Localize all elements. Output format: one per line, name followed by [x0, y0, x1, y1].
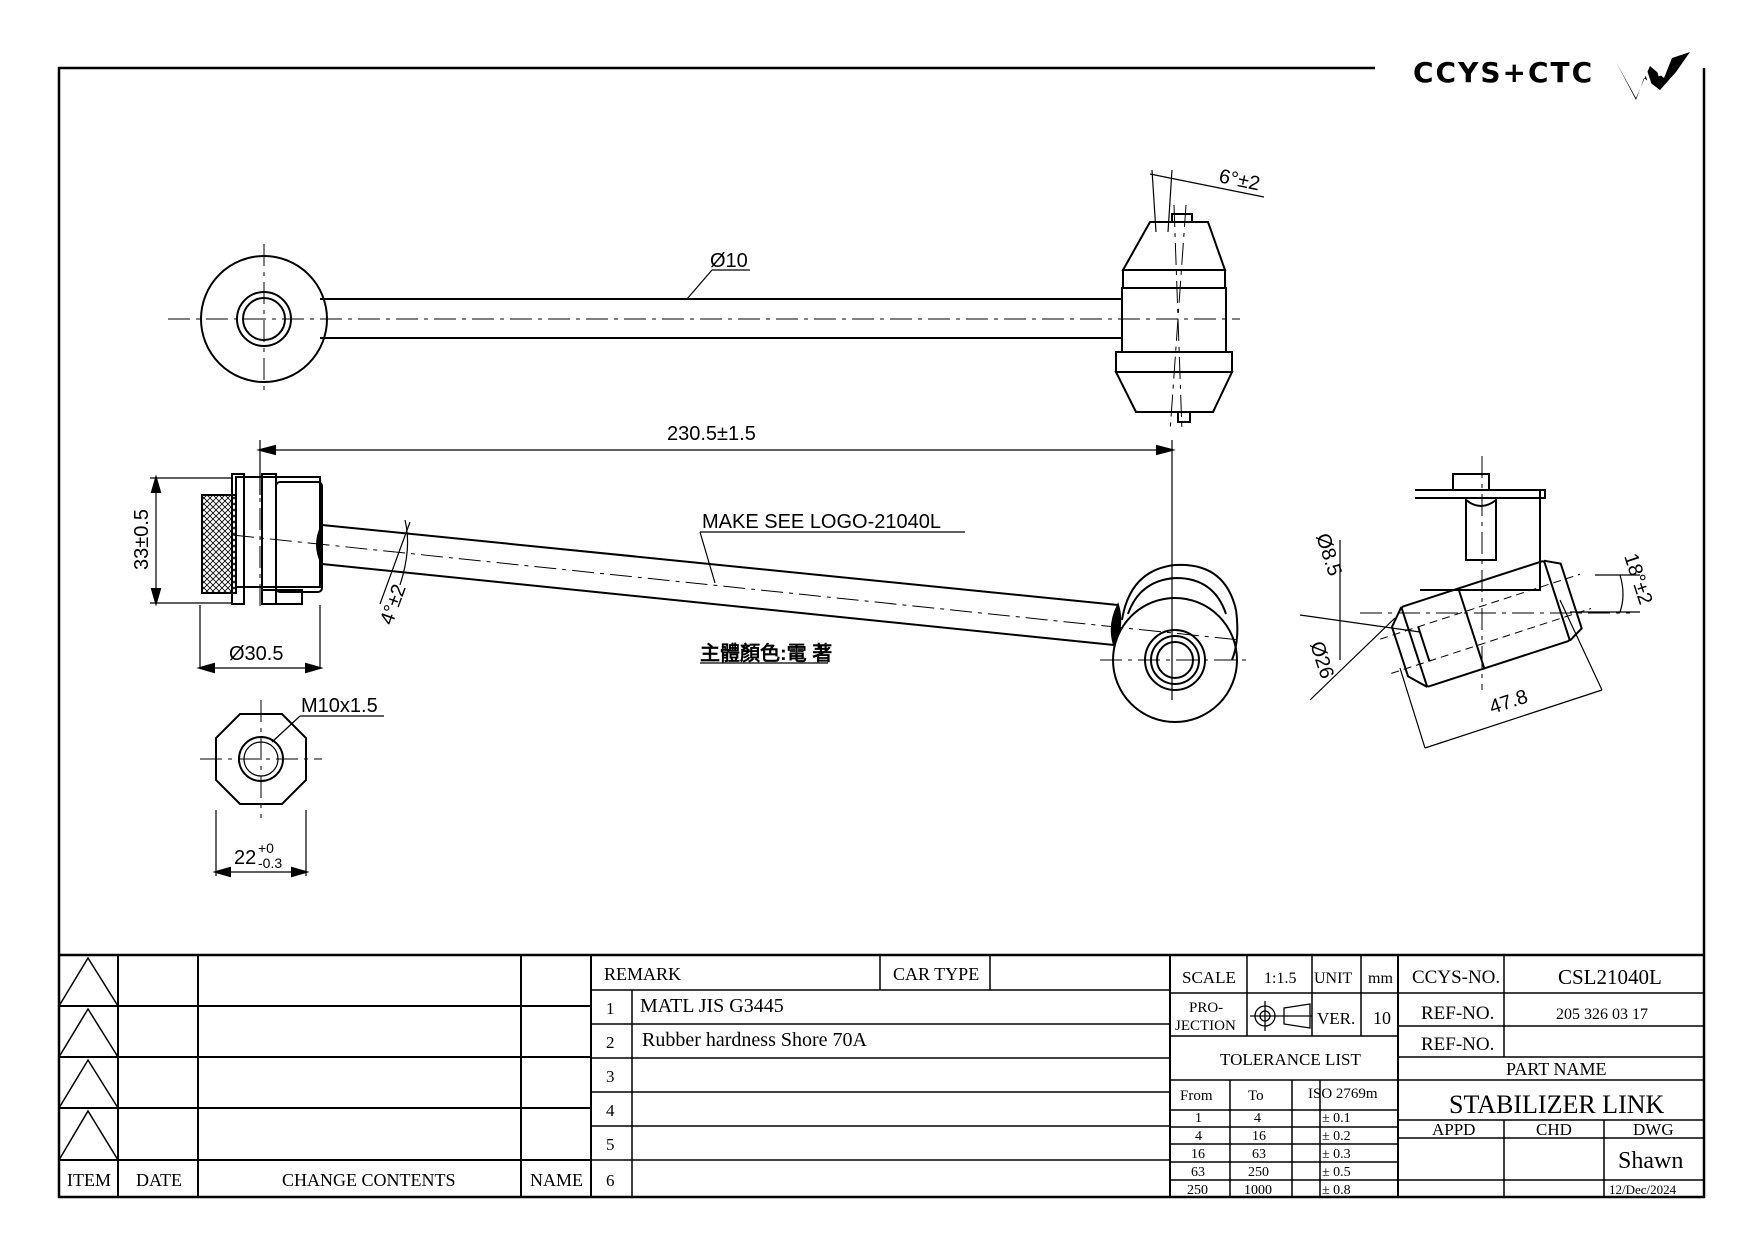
part-name-label: PART NAME — [1506, 1059, 1606, 1079]
unit-label: UNIT — [1314, 970, 1352, 987]
header-change-contents: CHANGE CONTENTS — [282, 1170, 456, 1190]
tol-from: 1 — [1195, 1111, 1202, 1126]
ref-no-label-2: REF-NO. — [1421, 1034, 1494, 1055]
remark-row-no: 1 — [606, 999, 615, 1018]
dim-angle-top: 6°±2 — [1217, 165, 1262, 195]
ver-label: VER. — [1317, 1009, 1355, 1028]
revision-headers: ITEM DATE CHANGE CONTENTS NAME — [67, 1170, 583, 1190]
top-view — [168, 169, 1265, 433]
tol-from: 250 — [1187, 1183, 1208, 1198]
tolerance-title: TOLERANCE LIST — [1220, 1050, 1361, 1069]
dim-side-hole: Ø8.5 — [1311, 531, 1345, 579]
dim-side-angle: 18°±2 — [1619, 551, 1656, 608]
tol-from: 4 — [1195, 1129, 1202, 1144]
ref-no-label: REF-NO. — [1421, 1003, 1494, 1024]
scale-value: 1:1.5 — [1264, 970, 1296, 987]
ccys-no-label: CCYS-NO. — [1412, 967, 1500, 988]
tol-value: ± 0.3 — [1322, 1147, 1351, 1162]
header-item: ITEM — [67, 1170, 111, 1190]
identification-block: CCYS-NO. CSL21040L REF-NO. 205 326 03 17… — [1412, 965, 1683, 1197]
dim-length: 230.5±1.5 — [667, 423, 756, 445]
ref-no-value: 205 326 03 17 — [1556, 1006, 1648, 1023]
appd-label: APPD — [1432, 1120, 1475, 1139]
scale-label: SCALE — [1182, 968, 1236, 987]
logo-text: CCYS+CTC — [1413, 56, 1594, 89]
company-logo: CCYS+CTC — [1413, 52, 1690, 100]
projection-label: PRO- — [1189, 1000, 1223, 1016]
remark-row-text: Rubber hardness Shore 70A — [642, 1029, 868, 1051]
projection-label: JECTION — [1175, 1018, 1236, 1034]
tol-to: 250 — [1248, 1165, 1269, 1180]
part-name-value: STABILIZER LINK — [1449, 1090, 1664, 1119]
dim-height: 33±0.5 — [131, 509, 153, 570]
dim-angle-rod: 4°±2 — [376, 581, 411, 627]
ver-value: 10 — [1373, 1008, 1391, 1028]
note-marking: MAKE SEE LOGO-21040L — [702, 511, 941, 533]
tol-value: ± 0.5 — [1322, 1165, 1351, 1180]
title-block-grid — [58, 953, 1704, 1197]
dim-bush-diameter: Ø30.5 — [229, 643, 283, 665]
dim-side-diameter: Ø26 — [1305, 639, 1338, 682]
tol-header-from: From — [1180, 1088, 1213, 1104]
dim-hex-tol-lower: -0.3 — [258, 855, 282, 871]
drawing-frame — [57, 66, 1706, 1199]
unit-value: mm — [1368, 970, 1393, 987]
front-view — [150, 440, 1250, 723]
tol-header-std: ISO 2769m — [1308, 1086, 1378, 1102]
header-date: DATE — [136, 1170, 182, 1190]
tol-to: 16 — [1252, 1129, 1266, 1144]
remark-row-no: 5 — [606, 1135, 615, 1154]
scale-block: SCALE 1:1.5 UNIT mm PRO- JECTION VER. 10… — [1175, 968, 1393, 1198]
nut-view — [200, 700, 384, 878]
remark-row-no: 6 — [606, 1171, 615, 1190]
dim-side-length: 47.8 — [1487, 686, 1531, 719]
tol-to: 4 — [1254, 1111, 1261, 1126]
tol-to: 63 — [1252, 1147, 1266, 1162]
ccys-no-value: CSL21040L — [1558, 965, 1662, 989]
remark-row-text: MATL JIS G3445 — [640, 995, 784, 1017]
remark-label: REMARK — [604, 964, 681, 984]
dwg-label: DWG — [1633, 1120, 1674, 1139]
drawn-by: Shawn — [1618, 1148, 1683, 1174]
header-name: NAME — [530, 1170, 583, 1190]
remark-row-no: 3 — [606, 1067, 615, 1086]
remark-row-no: 2 — [606, 1033, 615, 1052]
tol-from: 16 — [1191, 1147, 1205, 1162]
tol-value: ± 0.2 — [1322, 1129, 1351, 1144]
tol-value: ± 0.8 — [1322, 1183, 1351, 1198]
side-view — [1299, 456, 1640, 749]
note-body-color: 主體顏色:電 著 — [700, 641, 832, 665]
tol-header-to: To — [1248, 1088, 1264, 1104]
projection-symbol-icon — [1250, 1001, 1312, 1031]
dim-hex-tol-upper: +0 — [258, 840, 274, 856]
drawing-date: 12/Dec/2024 — [1609, 1182, 1677, 1197]
tol-to: 1000 — [1244, 1183, 1272, 1198]
dim-rod-diameter: Ø10 — [710, 250, 748, 272]
remark-row-no: 4 — [606, 1101, 615, 1120]
car-type-label: CAR TYPE — [893, 964, 979, 984]
tol-from: 63 — [1191, 1165, 1205, 1180]
remark-block: REMARK CAR TYPE 1 MATL JIS G3445 2 Rubbe… — [604, 964, 979, 1190]
chd-label: CHD — [1536, 1120, 1572, 1139]
dim-thread: M10x1.5 — [301, 695, 378, 717]
tol-value: ± 0.1 — [1322, 1111, 1351, 1126]
dim-hex-size: 22 — [234, 847, 256, 869]
